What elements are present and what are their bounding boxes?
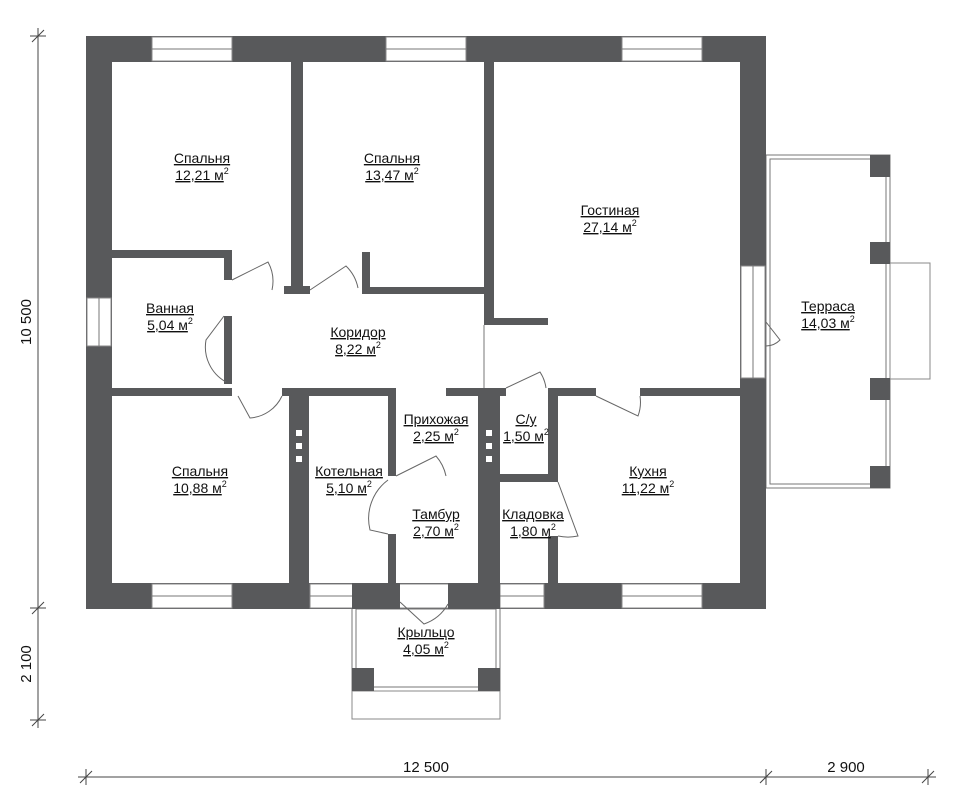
room-name: С/у	[516, 411, 537, 427]
dimension-labels: 10 500 2 100 12 500 2 900	[18, 299, 865, 776]
dim-width-main: 12 500	[403, 759, 449, 776]
room-name: Кухня	[629, 463, 666, 479]
room-name: Гостиная	[581, 202, 640, 218]
dimension-lines	[30, 28, 936, 785]
room-name: Тамбур	[412, 506, 460, 522]
porch-outline	[351, 604, 501, 720]
room-name: Котельная	[315, 463, 383, 479]
interior-walls	[112, 62, 740, 609]
dim-width-terrace: 2 900	[827, 759, 865, 776]
room-area: 5,10 м2	[326, 479, 372, 496]
room-name: Прихожая	[404, 411, 469, 427]
room-area: 4,05 м2	[403, 640, 449, 657]
vent-ducts	[296, 430, 492, 462]
terrace-outline	[765, 154, 931, 489]
room-area: 2,25 м2	[413, 427, 459, 444]
room-area: 12,21 м2	[175, 166, 229, 183]
room-area: 13,47 м2	[365, 166, 419, 183]
room-name: Ванная	[146, 300, 194, 316]
room-area: 2,70 м2	[413, 522, 459, 539]
room-name: Спальня	[174, 150, 230, 166]
room-name: Спальня	[364, 150, 420, 166]
room-area: 1,80 м2	[510, 522, 556, 539]
room-area: 1,50 м2	[503, 427, 549, 444]
doors	[204, 261, 781, 625]
room-labels: Спальня 12,21 м2 Спальня 13,47 м2 Гостин…	[146, 150, 855, 657]
room-name: Коридор	[330, 324, 386, 340]
dim-height-main: 10 500	[18, 299, 35, 345]
room-name: Спальня	[172, 463, 228, 479]
room-area: 11,22 м2	[622, 479, 675, 496]
room-name: Терраса	[801, 298, 855, 314]
room-area: 14,03 м2	[801, 314, 855, 331]
room-name: Крыльцо	[397, 624, 454, 640]
room-area: 8,22 м2	[335, 340, 381, 357]
dim-height-porch: 2 100	[18, 645, 35, 683]
room-name: Кладовка	[502, 506, 564, 522]
room-area: 10,88 м2	[173, 479, 227, 496]
room-area: 5,04 м2	[147, 316, 193, 333]
room-area: 27,14 м2	[583, 218, 637, 235]
